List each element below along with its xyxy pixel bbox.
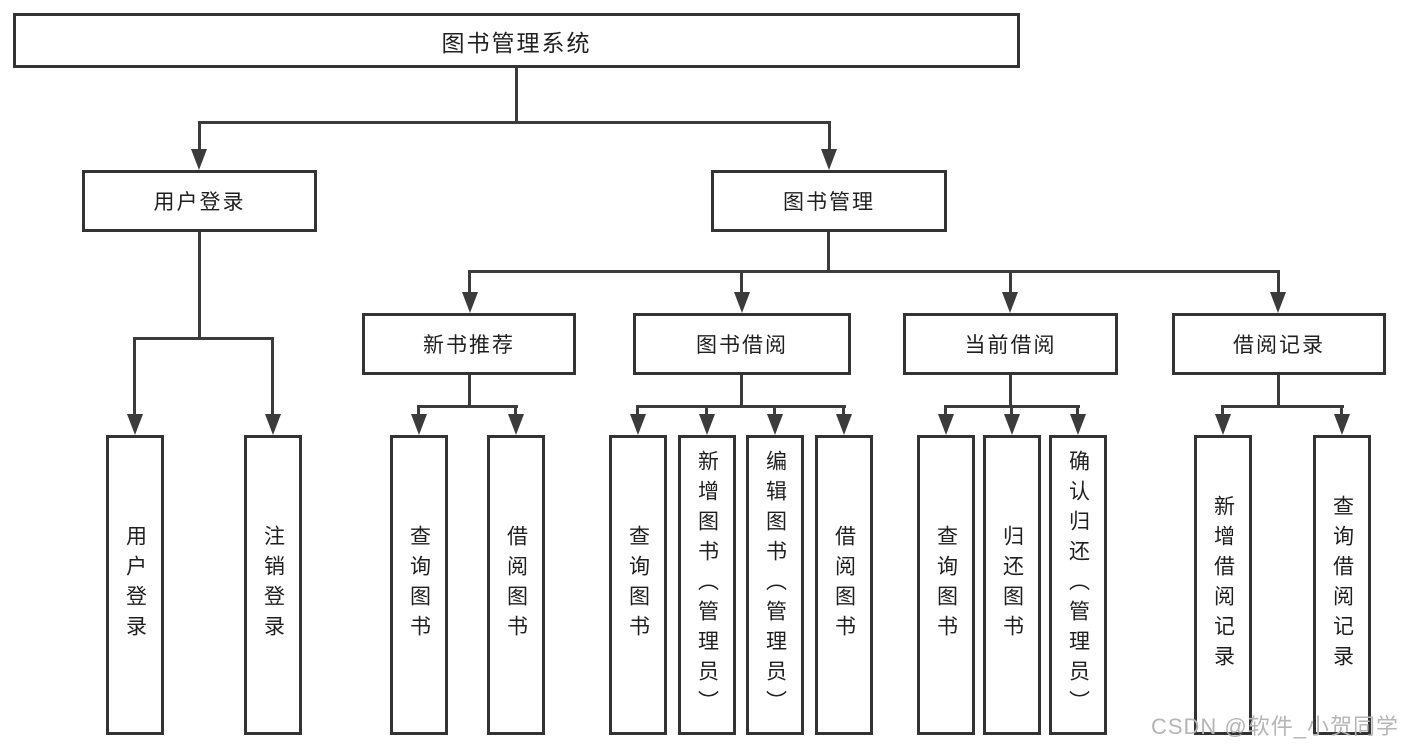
node-label: 查询图书	[407, 525, 431, 645]
arrow-down-icon	[1004, 414, 1020, 435]
connector-line	[828, 121, 831, 151]
connector-line	[1221, 405, 1224, 416]
connector-line	[773, 405, 776, 416]
connector-line	[705, 405, 708, 416]
arrow-down-icon	[938, 414, 954, 435]
connector-line	[1277, 375, 1280, 405]
arrow-down-icon	[265, 414, 281, 435]
connector-line	[636, 405, 639, 416]
connector-line	[198, 121, 831, 124]
arrow-down-icon	[191, 149, 207, 170]
node-library-management-system: 图书管理系统	[13, 13, 1020, 68]
leaf-logout: 注销登录	[244, 435, 302, 735]
connector-line	[417, 405, 420, 416]
connector-line	[636, 405, 846, 408]
leaf-query-borrow-record: 查询借阅记录	[1313, 435, 1371, 735]
node-label: 确认归还（管理员）	[1066, 450, 1090, 720]
connector-line	[271, 337, 274, 416]
node-label: 用户登录	[153, 191, 246, 214]
connector-line	[198, 121, 201, 151]
arrow-down-icon	[462, 292, 478, 313]
node-user-login: 用户登录	[82, 170, 317, 232]
node-label: 借阅图书	[504, 525, 528, 645]
arrow-down-icon	[1270, 292, 1286, 313]
node-borrowing-records: 借阅记录	[1172, 313, 1386, 375]
connector-line	[417, 405, 518, 408]
connector-line	[1009, 375, 1012, 405]
node-book-borrowing: 图书借阅	[633, 313, 851, 375]
csdn-watermark: CSDN @软件_小贺同学	[1150, 714, 1399, 739]
connector-line	[198, 232, 201, 337]
arrow-down-icon	[630, 414, 646, 435]
node-label: 图书管理	[783, 191, 875, 214]
node-label: 查询图书	[934, 525, 958, 645]
arrow-down-icon	[767, 414, 783, 435]
connector-line	[827, 232, 830, 270]
leaf-query-books-recommend: 查询图书	[390, 435, 448, 735]
connector-line	[1277, 270, 1280, 294]
connector-line	[740, 270, 743, 294]
connector-line	[133, 337, 136, 416]
leaf-return-books: 归还图书	[983, 435, 1041, 735]
connector-line	[944, 405, 947, 416]
arrow-down-icon	[821, 149, 837, 170]
node-current-borrowing: 当前借阅	[903, 313, 1118, 375]
arrow-down-icon	[127, 414, 143, 435]
node-label: 新增借阅记录	[1211, 495, 1235, 675]
arrow-down-icon	[508, 414, 524, 435]
arrow-down-icon	[699, 414, 715, 435]
connector-line	[468, 270, 1280, 273]
connector-line	[515, 68, 518, 121]
arrow-down-icon	[1215, 414, 1231, 435]
leaf-user-login: 用户登录	[106, 435, 164, 735]
connector-line	[1010, 405, 1013, 416]
node-label: 编辑图书（管理员）	[763, 450, 787, 720]
leaf-confirm-return-admin: 确认归还（管理员）	[1049, 435, 1107, 735]
arrow-down-icon	[411, 414, 427, 435]
connector-line	[1009, 270, 1012, 294]
arrow-down-icon	[734, 292, 750, 313]
connector-line	[740, 375, 743, 405]
node-label: 查询借阅记录	[1330, 495, 1354, 675]
leaf-edit-books-admin: 编辑图书（管理员）	[746, 435, 804, 735]
connector-line	[133, 337, 274, 340]
node-label: 用户登录	[123, 525, 147, 645]
arrow-down-icon	[836, 414, 852, 435]
arrow-down-icon	[1070, 414, 1086, 435]
connector-line	[1221, 405, 1344, 408]
arrow-down-icon	[1334, 414, 1350, 435]
node-label: 借阅记录	[1233, 334, 1325, 357]
leaf-borrow-books-recommend: 借阅图书	[487, 435, 545, 735]
connector-line	[514, 405, 517, 416]
node-book-management: 图书管理	[711, 170, 947, 232]
node-label: 图书管理系统	[441, 29, 592, 56]
arrow-down-icon	[1002, 292, 1018, 313]
node-label: 图书借阅	[696, 334, 788, 357]
leaf-query-books-current: 查询图书	[917, 435, 975, 735]
connector-line	[468, 375, 471, 405]
node-label: 新书推荐	[423, 334, 515, 357]
leaf-query-books-borrow: 查询图书	[609, 435, 667, 735]
connector-line	[468, 270, 471, 294]
connector-line	[1076, 405, 1079, 416]
node-label: 查询图书	[626, 525, 650, 645]
leaf-borrow-books: 借阅图书	[815, 435, 873, 735]
node-label: 借阅图书	[832, 525, 856, 645]
node-label: 当前借阅	[964, 334, 1057, 357]
node-new-book-recommendation: 新书推荐	[362, 313, 576, 375]
connector-line	[842, 405, 845, 416]
node-label: 注销登录	[261, 525, 285, 645]
node-label: 新增图书（管理员）	[695, 450, 719, 720]
connector-line	[1340, 405, 1343, 416]
leaf-add-borrow-record: 新增借阅记录	[1194, 435, 1252, 735]
node-label: 归还图书	[1000, 525, 1024, 645]
leaf-add-books-admin: 新增图书（管理员）	[678, 435, 736, 735]
